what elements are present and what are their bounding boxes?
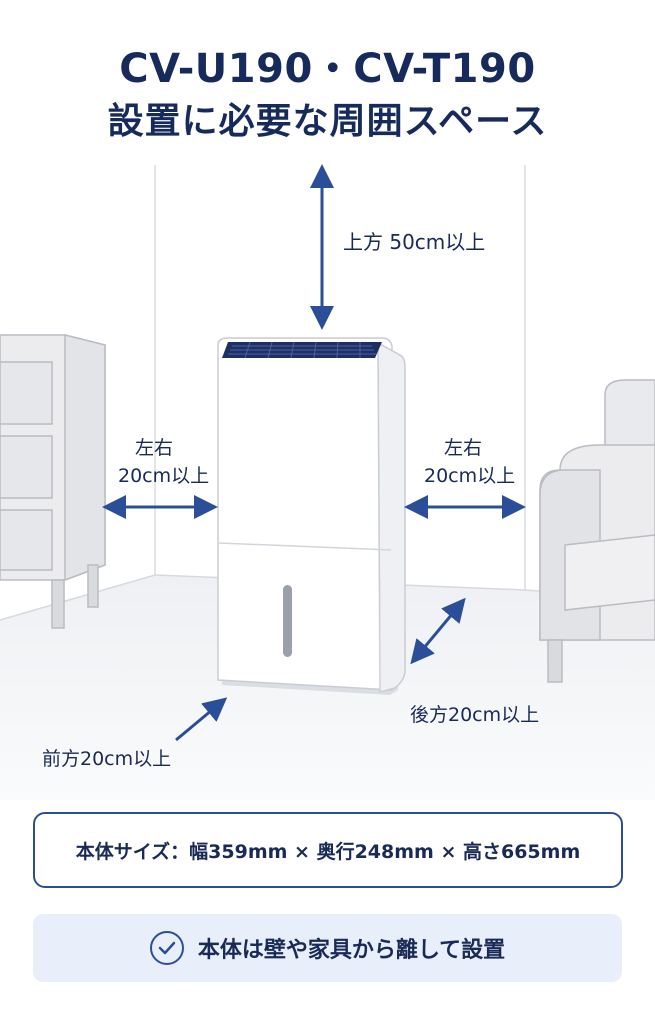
left-clearance-label-1: 左右 (135, 437, 174, 459)
right-clearance-label-2: 20cm以上 (424, 465, 516, 487)
clearance-arrows (102, 164, 526, 742)
dehumidifier-illustration (217, 337, 406, 695)
front-clearance-arrow (175, 697, 228, 742)
left-clearance-label-2: 20cm以上 (118, 465, 210, 487)
check-circle-icon (149, 931, 184, 965)
page-title: CV-U190・CV-T190 (119, 46, 536, 92)
installation-note: 本体は壁や家具から離して設置 (33, 914, 622, 982)
size-info-text: 本体サイズ：幅359mm × 奥行248mm × 高さ665mm (75, 840, 581, 863)
front-clearance-label: 前方20cm以上 (42, 748, 172, 770)
installation-note-text: 本体は壁や家具から離して設置 (197, 938, 506, 963)
sofa-illustration (539, 379, 655, 683)
page-subtitle: 設置に必要な周囲スペース (107, 101, 548, 142)
cabinet-illustration (0, 334, 106, 629)
back-clearance-label: 後方20cm以上 (410, 704, 540, 726)
right-clearance-label-1: 左右 (444, 437, 483, 459)
back-clearance-arrow (410, 597, 466, 665)
size-info-box: 本体サイズ：幅359mm × 奥行248mm × 高さ665mm (33, 812, 623, 888)
top-clearance-label: 上方 50cm以上 (343, 230, 486, 254)
